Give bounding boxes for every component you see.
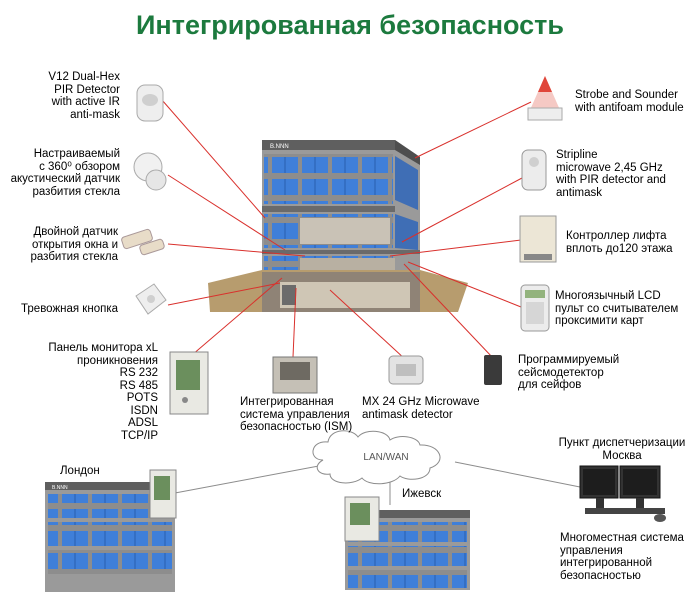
mx-detector-icon (388, 355, 424, 385)
label-panel: Панель монитора xL проникновения RS 232 … (20, 342, 158, 442)
label-line: POTS (126, 392, 158, 404)
label-line: с 360⁰ обзором (39, 160, 120, 173)
label-line: anti-mask (70, 108, 120, 121)
label-line: Программируемый (518, 354, 620, 366)
label-line: antimask (556, 186, 603, 199)
label-line: Настраиваемый (33, 148, 120, 160)
seismic-detector-icon (484, 355, 502, 385)
leader-line-lift (389, 239, 522, 257)
label-line: безопасностью (560, 569, 641, 582)
leader-line-lcd (407, 261, 522, 308)
acoustic-sensor-icon (133, 152, 167, 191)
label-ism: Интегрированная система управления безоп… (240, 396, 370, 434)
label-line: PIR Detector (54, 83, 120, 96)
leader-line-mx (329, 289, 407, 361)
label-line: Strobe and Sounder (575, 89, 678, 101)
label-line: пульт со считывателем (555, 302, 679, 315)
monitors-icon (579, 465, 666, 522)
lcd-keypad-icon (520, 284, 550, 332)
label-line: Панель монитора xL (48, 342, 158, 354)
lift-controller-icon (519, 215, 557, 263)
label-seismic: Программируемый сейсмодетектор для сейфо… (518, 354, 668, 392)
label-line: сейсмодетектор (518, 366, 604, 379)
leader-line-ism (292, 287, 297, 358)
label-line: акустический датчик (10, 173, 120, 185)
label-line: вплоть до120 этажа (566, 242, 673, 255)
izhevsk-building (344, 496, 470, 590)
leader-line-strobe (414, 101, 532, 159)
page-title: Интегрированная безопасность (136, 10, 564, 40)
label-line: проксимити карт (555, 315, 644, 327)
label-dual: Двойной датчик открытия окна и разбития … (0, 226, 118, 264)
label-line: система управления (240, 408, 350, 421)
label-line: microwave 2,45 GHz (556, 161, 663, 174)
label-line: Контроллер лифта (566, 230, 667, 242)
label-strobe: Strobe and Sounder with antifoam module (575, 89, 700, 114)
leader-line-seismic (403, 263, 494, 359)
label-line: Многоместная система (560, 532, 684, 544)
leader-line-pir (161, 99, 266, 219)
pir-detector-icon (136, 84, 164, 122)
leader-lines (161, 99, 532, 361)
label-line: RS 232 (119, 367, 158, 379)
label-dispatch: Пункт диспетчеризации Москва (552, 437, 692, 462)
label-line: Интегрированная (240, 396, 334, 408)
label-line: проникновения (77, 354, 158, 367)
dual-sensor-icon (121, 228, 165, 256)
label-line: ISDN (130, 404, 158, 417)
label-line: разбития стекла (32, 185, 120, 198)
panic-button-icon (135, 283, 167, 315)
leader-line-dual (167, 243, 306, 257)
label-line: TCP/IP (120, 429, 158, 442)
label-line: RS 485 (119, 379, 158, 392)
label-line: Пункт диспетчеризации (558, 437, 686, 449)
label-izhevsk: Ижевск (402, 488, 442, 500)
label-line: antimask detector (362, 408, 453, 421)
network-lines (174, 461, 586, 505)
label-london: Лондон (60, 465, 100, 477)
london-building: B.NNN (45, 469, 177, 592)
label-acoustic: Настраиваемый с 360⁰ обзором акустически… (0, 148, 120, 198)
label-line: Москва (602, 449, 642, 462)
leader-line-panic (167, 282, 281, 306)
label-pir: V12 Dual-Hex PIR Detector with active IR… (20, 71, 120, 121)
svg-text:B.NNN: B.NNN (52, 485, 68, 491)
label-panic: Тревожная кнопка (0, 303, 118, 316)
leader-line-panel (191, 277, 283, 356)
strobe-icon (527, 76, 563, 121)
label-line: with active IR (51, 96, 120, 108)
label-line: Stripline (556, 149, 598, 161)
label-line: MX 24 GHz Microwave (362, 396, 480, 408)
label-line: безопасностью (ISM) (240, 421, 353, 433)
leader-line-stripline (401, 177, 523, 243)
label-line: Тревожная кнопка (21, 303, 118, 315)
label-line: управления (560, 544, 623, 557)
label-lift: Контроллер лифта вплоть до120 этажа (566, 230, 700, 255)
label-line: V12 Dual-Hex (48, 71, 120, 83)
cloud-icon (312, 430, 441, 485)
label-line: with PIR detector and (556, 174, 666, 186)
stripline-icon (521, 149, 547, 191)
svg-text:B.NNN: B.NNN (270, 144, 289, 150)
label-lcd: Многоязычный LCD пульт со считывателем п… (555, 290, 700, 328)
label-line: открытия окна и (31, 238, 118, 251)
label-line: Двойной датчик (33, 226, 118, 238)
label-line: ADSL (127, 417, 158, 429)
main-building: B.NNN (208, 140, 468, 312)
label-line: интегрированной (560, 557, 653, 569)
label-stripline: Stripline microwave 2,45 GHz with PIR de… (556, 149, 700, 199)
label-line: разбития стекла (30, 251, 118, 263)
ism-icon (272, 356, 318, 394)
label-line: для сейфов (518, 379, 582, 391)
label-line: with antifoam module (575, 101, 684, 114)
panel-cabinet-icon (169, 351, 209, 415)
label-multi: Многоместная система управления интегрир… (560, 532, 698, 582)
cloud-label: LAN/WAN (363, 452, 409, 463)
label-line: Многоязычный LCD (555, 290, 661, 302)
leader-line-acoustic (167, 174, 286, 251)
label-mx: MX 24 GHz Microwave antimask detector (362, 396, 492, 421)
